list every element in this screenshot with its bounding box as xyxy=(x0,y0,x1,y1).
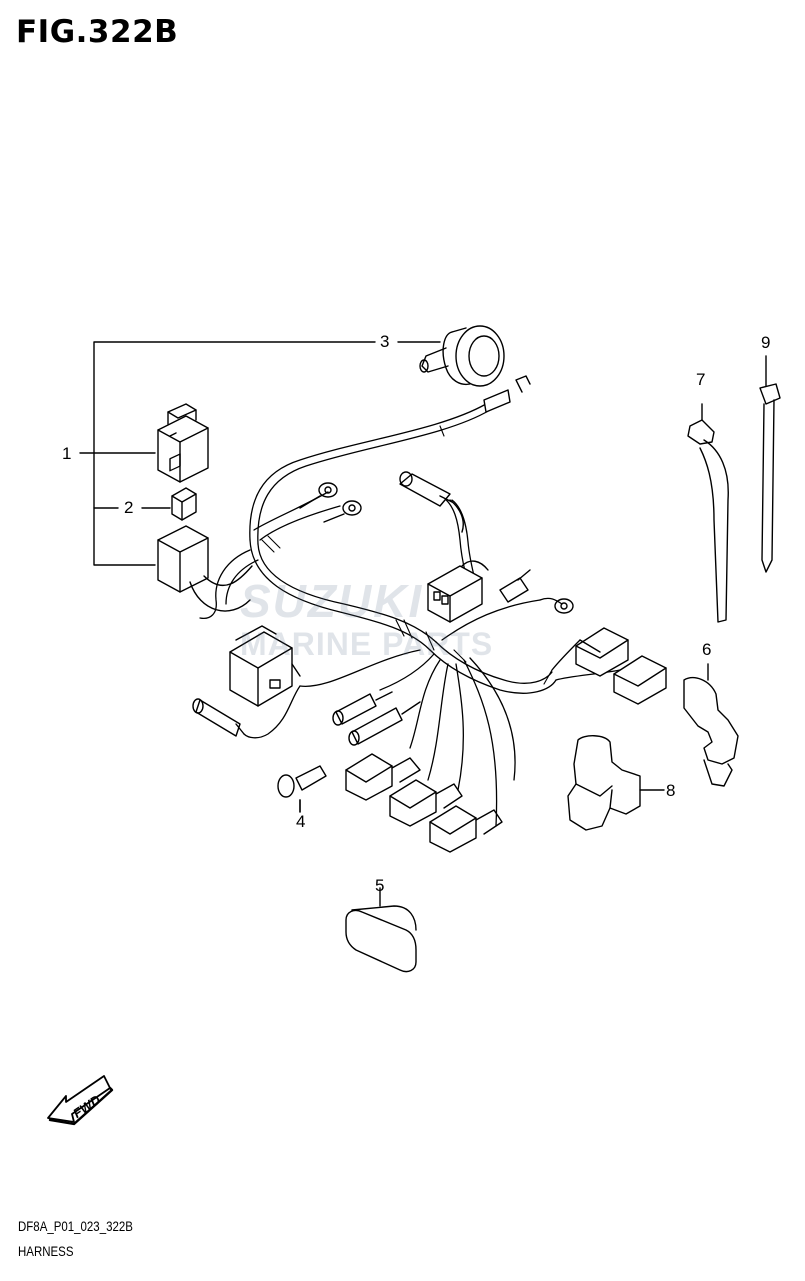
watermark-subtitle: MARINE PARTS xyxy=(240,626,494,662)
callout-3: 3 xyxy=(380,332,390,351)
relay-socket xyxy=(157,453,253,612)
center-connector xyxy=(427,560,489,623)
cap-part xyxy=(345,887,417,973)
pin-part xyxy=(277,765,327,813)
right-connectors xyxy=(575,627,667,705)
center-bullet-pair xyxy=(332,691,421,746)
callout-5: 5 xyxy=(375,876,385,895)
lower-sensor-connectors xyxy=(345,753,503,853)
callout-2: 2 xyxy=(124,498,134,517)
clamp-part-6 xyxy=(683,663,739,787)
watermark: SUZUKI MARINE PARTS xyxy=(180,570,540,680)
callout-7: 7 xyxy=(696,370,706,389)
callout-9: 9 xyxy=(761,333,771,352)
callout-8: 8 xyxy=(666,781,676,800)
leader-bracket-1-2-3 xyxy=(79,341,441,566)
ring-terminals xyxy=(299,375,574,614)
cable-tie-7 xyxy=(687,403,729,623)
harness-tape-wraps xyxy=(261,425,553,685)
left-multi-connector xyxy=(229,625,301,707)
figure-caption: HARNESS xyxy=(18,1243,74,1259)
callout-6: 6 xyxy=(702,640,712,659)
fwd-arrow-icon xyxy=(47,1075,114,1126)
callout-1: 1 xyxy=(62,444,72,463)
grommet-part xyxy=(419,325,505,387)
fuse-part xyxy=(171,487,197,521)
figure-code: DF8A_P01_023_322B xyxy=(18,1218,133,1234)
left-sender xyxy=(192,698,245,737)
fig-title: FIG.322B xyxy=(16,14,179,50)
callout-4: 4 xyxy=(296,812,306,831)
watermark-brand: SUZUKI xyxy=(240,575,424,627)
relay-part xyxy=(157,403,209,483)
bullet-connectors xyxy=(399,471,531,603)
cable-tie-9 xyxy=(759,355,781,573)
bracket-clamp-8 xyxy=(567,735,665,831)
